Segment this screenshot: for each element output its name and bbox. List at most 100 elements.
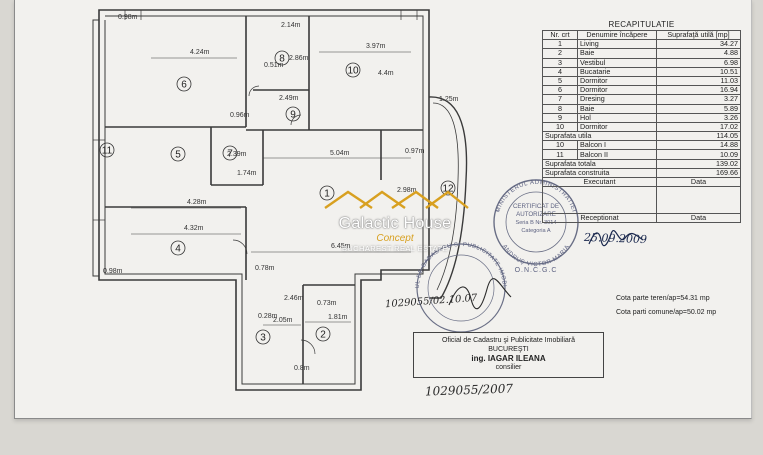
room-number: 7	[227, 149, 233, 160]
recap-row-nr: 6	[542, 85, 578, 96]
dimension-label: 1.25m	[439, 96, 459, 103]
recap-row-area: 34.27	[656, 39, 741, 50]
dimension-label: 1.81m	[328, 314, 348, 321]
quota-comune: Cota parti comune/ap=50.02 mp	[616, 309, 717, 316]
balcony-11-wall	[92, 19, 99, 277]
recap-row-area: 5.89	[656, 103, 741, 114]
recap-row-area: 16.94	[656, 85, 741, 96]
recap-row-name: Dormitor	[577, 75, 657, 87]
quota-teren: Cota parte teren/ap=54.31 mp	[616, 295, 710, 302]
dimension-label: 0.97m	[405, 148, 425, 155]
room-number-circle	[99, 142, 115, 158]
dimension-label: 4.32m	[184, 225, 204, 232]
recap-row-name: Dormitor	[577, 121, 657, 133]
dimension-label: 2.86m	[289, 55, 309, 62]
dimension-label: 0.51m	[264, 62, 284, 69]
recap-built-value: 169.66	[656, 167, 741, 179]
recap-total-value: 139.02	[656, 158, 741, 169]
dimension-label: 0.96m	[230, 112, 250, 119]
recap-executant-sign	[542, 186, 741, 215]
watermark-tagline: BUCHAREST REAL ESTATE	[341, 244, 449, 253]
balcony-12-wall	[428, 96, 468, 299]
room-number-circle	[170, 240, 186, 256]
recap-balcony-nr: 10	[542, 140, 578, 151]
recap-row-name: Living	[577, 39, 657, 50]
recap-row-nr: 1	[542, 39, 578, 50]
dimension-label: 3.97m	[366, 43, 386, 50]
balcony-12-inner	[432, 102, 459, 291]
room-number-circle	[222, 145, 238, 161]
recap-row-name: Dormitor	[577, 85, 657, 96]
recap-row-name: Bucatarie	[577, 66, 657, 77]
dimension-label: 6.45m	[331, 243, 351, 250]
room-number: 11	[102, 146, 113, 157]
outer-wall	[98, 9, 430, 391]
recap-title: RECAPITULATIE	[608, 20, 675, 29]
recap-row-nr: 10	[542, 121, 578, 133]
recap-row-nr: 3	[542, 57, 578, 68]
recap-balcony-area: 14.88	[656, 140, 741, 151]
recap-row-area: 11.03	[656, 75, 741, 87]
room-number: 5	[175, 150, 181, 161]
recap-row-name: Baie	[577, 48, 657, 59]
inner-wall	[104, 15, 424, 385]
recap-useful-row: Suprafata utila 114.05	[542, 131, 741, 142]
recap-receptionat-label: Receptionat	[542, 213, 657, 224]
recap-data-label-2: Data	[656, 213, 741, 224]
room-number-circle	[319, 185, 335, 201]
dimension-label: 1.74m	[237, 170, 257, 177]
recap-built-label: Suprafata construita	[542, 167, 657, 179]
room-number-circle	[285, 106, 301, 122]
recap-balcony-nr: 11	[542, 149, 578, 160]
signature	[448, 278, 512, 310]
stamp-line1: CERTIFICAT DE	[513, 203, 559, 210]
svg-text:ANDRUŞ VICTOR MARIA: ANDRUŞ VICTOR MARIA	[501, 244, 571, 268]
recap-row-name: Baie	[577, 103, 657, 114]
dimension-label: 2.98m	[397, 187, 417, 194]
watermark-brand: Galactic House	[338, 215, 452, 232]
agency-watermark: Galactic House Concept BUCHAREST REAL ES…	[320, 188, 470, 253]
official-line3: ing. IAGAR ILEANA	[471, 354, 546, 363]
recap-table: RECAPITULATIE Nr. crt Denumire încăpere …	[542, 19, 741, 224]
watermark-concept: Concept	[376, 233, 414, 244]
stamp-line2: AUTORIZARE	[516, 211, 556, 218]
dimension-label: 0.73m	[317, 300, 337, 307]
recap-balcony-name: Balcon II	[577, 149, 657, 160]
stamp-ring-bottom: ANDRUŞ VICTOR MARIA	[501, 244, 571, 268]
dimension-label: 0.78m	[255, 265, 275, 272]
room-number: 3	[260, 333, 266, 344]
room-number: 1	[324, 189, 330, 200]
recap-balcony-area: 10.09	[656, 149, 741, 160]
recap-data-label: Data	[656, 176, 741, 188]
cadastre-stamp: OFICIUL DE CADASTRU SI PUBLICITATE IMOBI…	[15, 0, 507, 333]
recap-row-area: 3.27	[656, 94, 741, 105]
recap-useful-value: 114.05	[656, 131, 741, 142]
door-arc	[248, 85, 260, 97]
official-line1: Oficial de Cadastru şi Publicitate Imobi…	[441, 337, 576, 344]
dimension-label: 2.49m	[279, 95, 299, 102]
dimension-label: 4.28m	[187, 199, 207, 206]
official-line2: BUCUREŞTI	[488, 346, 529, 353]
room-number: 2	[320, 330, 326, 341]
room-number: 12	[442, 184, 454, 195]
recap-header-name: Denumire încăpere	[577, 29, 657, 41]
recap-row-area: 17.02	[656, 121, 741, 133]
room-number: 8	[279, 54, 285, 65]
recap-total-row: Suprafata totala 139.02	[542, 158, 741, 169]
room-number-circle	[440, 180, 456, 196]
recap-row-area: 6.98	[656, 57, 741, 68]
recap-useful-label: Suprafata utila	[542, 131, 657, 142]
recap-row-nr: 5	[542, 75, 578, 87]
recap-row-area: 10.51	[656, 66, 741, 77]
